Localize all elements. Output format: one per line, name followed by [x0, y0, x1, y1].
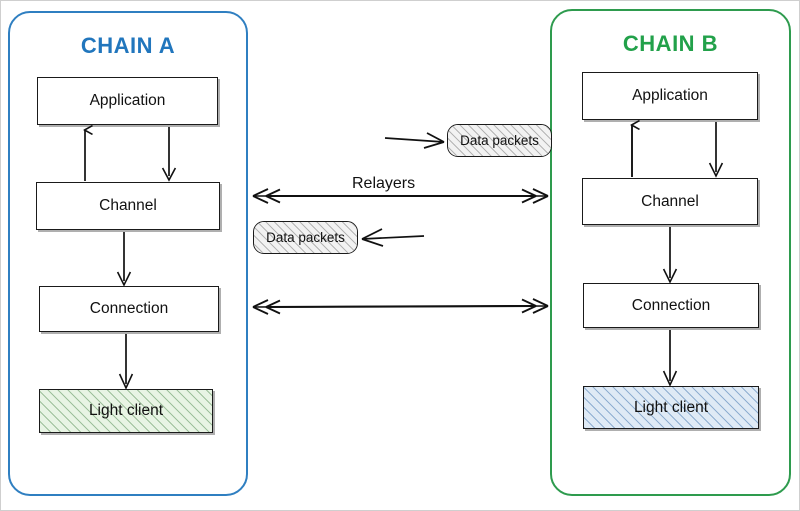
chain-b-connection-label: Connection — [631, 296, 711, 314]
data-packet-bottom-hatch — [254, 222, 357, 253]
chain-a-application-label: Application — [89, 92, 166, 109]
chain-a-light-client-hatch — [40, 390, 212, 432]
chain-b-title: CHAIN B — [622, 31, 719, 56]
bottom-data-packet-inbound-arrow — [361, 228, 425, 247]
chain-b-application-box[interactable]: Application — [582, 72, 758, 120]
chain-a-channel-label: Channel — [99, 197, 157, 214]
chain-b-application-label: Application — [632, 87, 708, 104]
chain-a-application-box[interactable]: Application — [37, 77, 218, 125]
chain-a-light-client-box[interactable]: Light client — [39, 389, 213, 433]
top-data-packet-inbound-arrow — [384, 132, 445, 149]
chain-a-light-client-label: Light client — [88, 402, 164, 419]
chain-a-connection-label: Connection — [89, 300, 169, 317]
chain-b-light-client-label: Light client — [633, 398, 709, 416]
chain-b-connection-box[interactable]: Connection — [583, 283, 759, 328]
chain-a-channel-box[interactable]: Channel — [36, 182, 220, 230]
relayers-label: Relayers — [352, 175, 416, 192]
chain-a-connection-box[interactable]: Connection — [39, 286, 219, 332]
chain-b-light-client-box[interactable]: Light client — [583, 386, 759, 429]
chain-b-light-client-hatch — [584, 387, 758, 428]
data-packet-bottom-label: Data packets — [266, 230, 345, 245]
data-packet-top-label: Data packets — [460, 133, 539, 148]
data-packet-top-hatch — [448, 125, 551, 156]
data-packet-top[interactable]: Data packets — [447, 124, 552, 157]
chain-b-channel-label: Channel — [641, 192, 699, 210]
data-packet-bottom[interactable]: Data packets — [253, 221, 358, 254]
chain-a-title: CHAIN A — [80, 33, 176, 58]
relayers-connection-bidirectional-arrow — [252, 298, 549, 315]
chain-b-channel-box[interactable]: Channel — [582, 178, 758, 225]
